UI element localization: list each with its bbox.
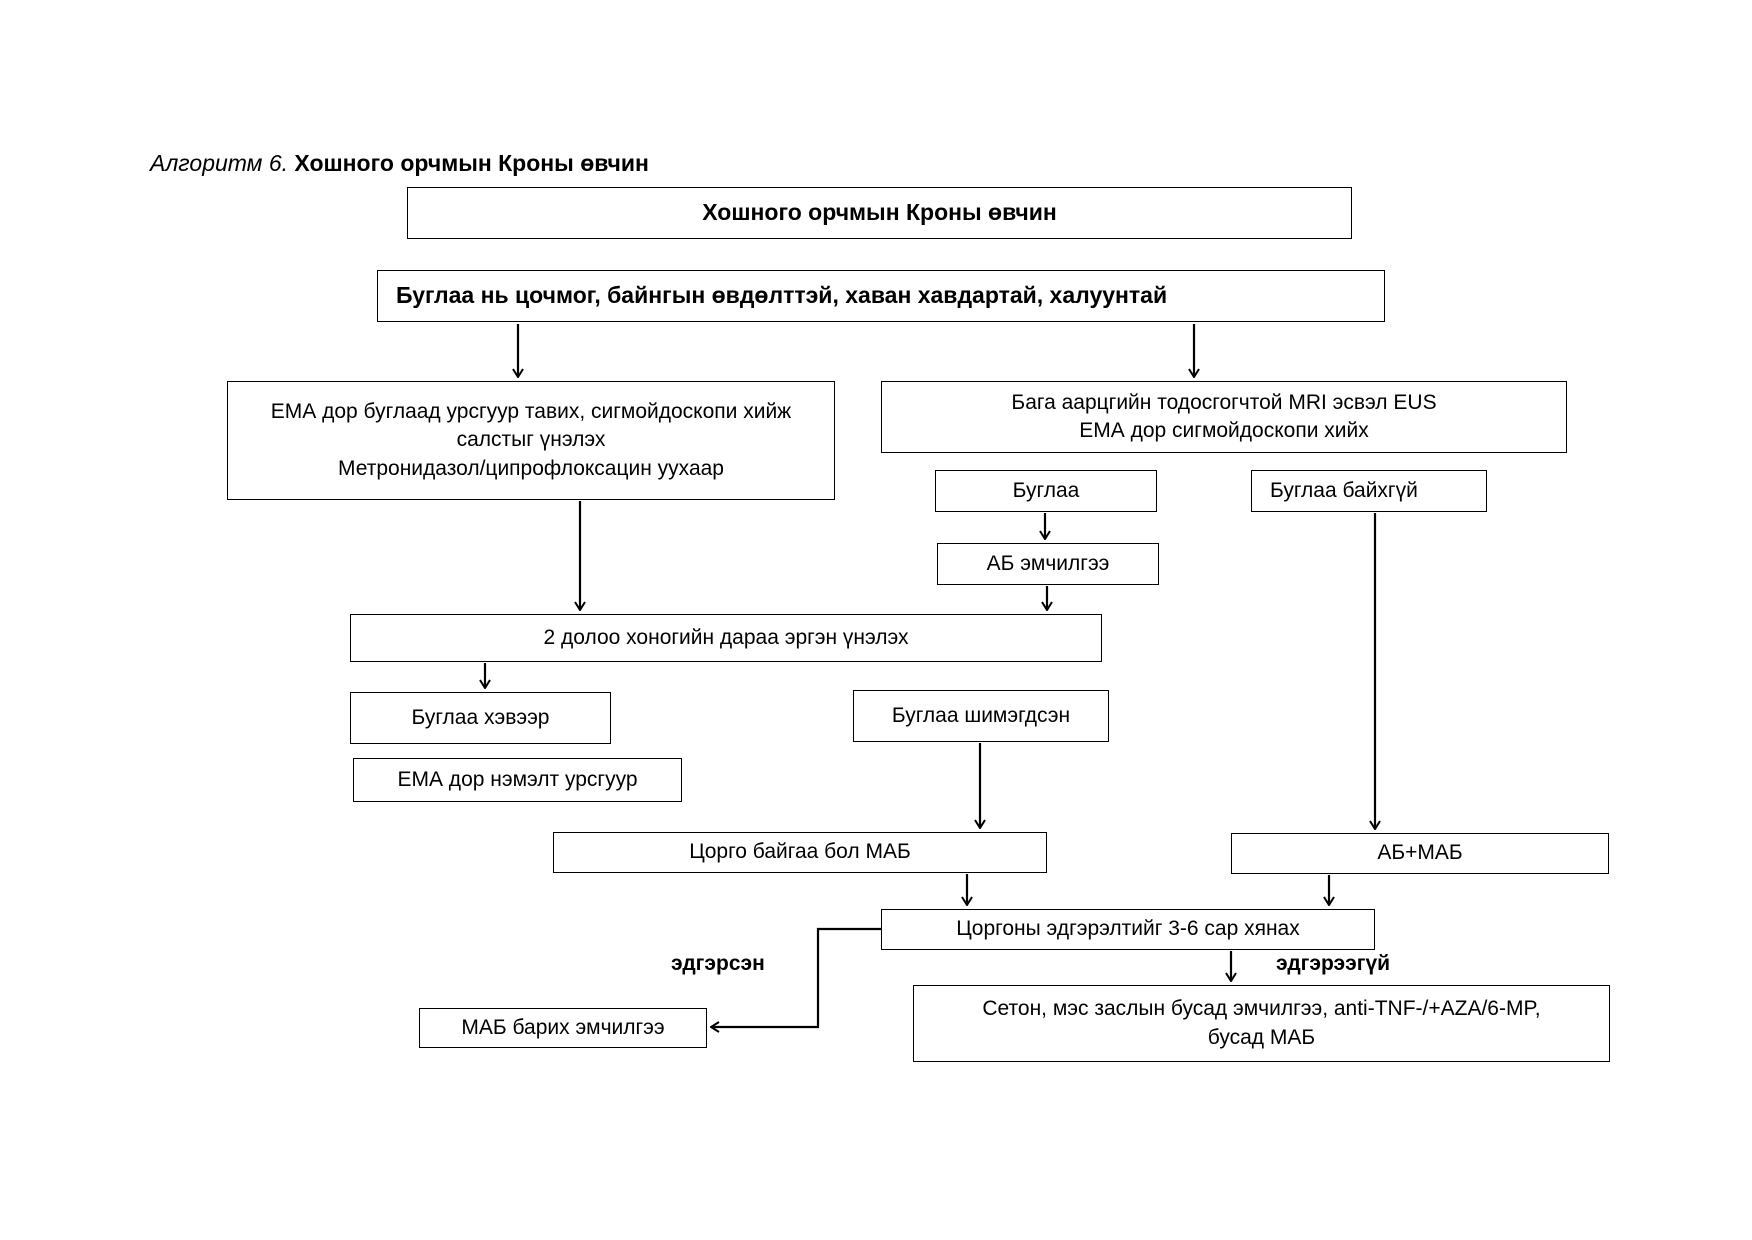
healed-label: эдгэрсэн xyxy=(671,952,765,975)
seton-text: Сетон, мэс заслын бусад эмчилгээ, anti-T… xyxy=(982,997,1541,1049)
ab-mab-text: АБ+МАБ xyxy=(1377,841,1463,865)
monitor-text: Цоргоны эдгэрэлтийг 3-6 сар хянах xyxy=(956,917,1300,941)
title-text: Хошного орчмын Кроны өвчин xyxy=(702,199,1057,226)
mri-eus-box: Бага аарцгийн тодосгогчтой MRI эсвэл EUS… xyxy=(881,381,1567,453)
monitor-box: Цоргоны эдгэрэлтийг 3-6 сар хянах xyxy=(881,909,1375,950)
symptoms-text: Буглаа нь цочмог, байнгын өвдөлттэй, хав… xyxy=(396,282,1168,309)
maintenance-text: МАБ барих эмчилгээ xyxy=(461,1015,665,1039)
abscess-resolved-text: Буглаа шимэгдсэн xyxy=(891,703,1071,727)
mri-eus-text: Бага аарцгийн тодосгогчтой MRI эсвэл EUS… xyxy=(1011,390,1437,442)
reassess-box: 2 долоо хоногийн дараа эргэн үнэлэх xyxy=(350,614,1102,662)
abscess-resolved-box: Буглаа шимэгдсэн xyxy=(853,690,1109,742)
arrow-monitor-to-maintenance xyxy=(711,927,881,1027)
title-box: Хошного орчмын Кроны өвчин xyxy=(407,187,1352,239)
symptoms-box: Буглаа нь цочмог, байнгын өвдөлттэй, хав… xyxy=(377,270,1385,322)
abscess-box: Буглаа xyxy=(935,470,1157,512)
ab-mab-box: АБ+МАБ xyxy=(1231,833,1609,874)
fistula-mab-text: Цорго байгаа бол МАБ xyxy=(689,840,911,864)
ema-drain-text: ЕМА дор буглаад урсгуур тавих, сигмойдос… xyxy=(270,399,792,480)
ema-drain-box: ЕМА дор буглаад урсгуур тавих, сигмойдос… xyxy=(227,381,835,500)
abscess-persists-box: Буглаа хэвээр xyxy=(350,692,611,744)
fistula-mab-box: Цорго байгаа бол МАБ xyxy=(553,832,1047,873)
caption-number: Алгоритм 6. xyxy=(150,150,289,176)
no-abscess-box: Буглаа байхгүй xyxy=(1251,470,1487,512)
not-healed-label: эдгэрээгүй xyxy=(1276,952,1391,975)
extra-drain-box: ЕМА дор нэмэлт урсгуур xyxy=(353,758,682,802)
no-abscess-text: Буглаа байхгүй xyxy=(1270,478,1418,502)
caption-title: Хошного орчмын Кроны өвчин xyxy=(294,150,649,176)
abscess-persists-text: Буглаа хэвээр xyxy=(411,705,550,729)
ab-treatment-text: АБ эмчилгээ xyxy=(986,551,1110,575)
ab-treatment-box: АБ эмчилгээ xyxy=(937,543,1159,585)
seton-box: Сетон, мэс заслын бусад эмчилгээ, anti-T… xyxy=(913,985,1610,1062)
reassess-text: 2 долоо хоногийн дараа эргэн үнэлэх xyxy=(543,625,909,649)
maintenance-box: МАБ барих эмчилгээ xyxy=(419,1008,707,1048)
algorithm-caption: Алгоритм 6. Хошного орчмын Кроны өвчин xyxy=(150,150,649,177)
abscess-text: Буглаа xyxy=(1012,478,1080,502)
extra-drain-text: ЕМА дор нэмэлт урсгуур xyxy=(397,767,638,791)
